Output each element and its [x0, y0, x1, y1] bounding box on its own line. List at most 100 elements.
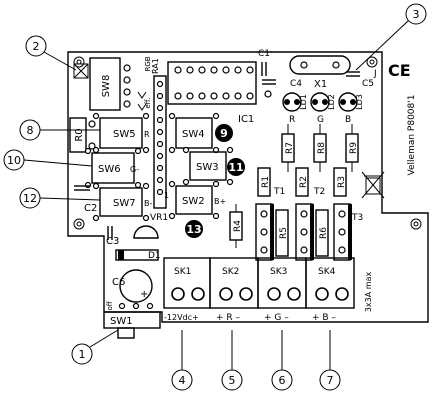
connector-sk4: SK4 + B –	[305, 257, 355, 323]
callout-10-text: 10	[7, 154, 21, 167]
sk1-label: SK1	[174, 267, 191, 277]
c1-label: C1	[258, 49, 270, 59]
ld1-color: R	[289, 115, 295, 125]
resistor-r9: R9	[345, 124, 359, 172]
c5-label: C5	[362, 79, 374, 89]
board-outline	[67, 51, 429, 323]
ld1-label: LD1	[299, 94, 308, 110]
rating-text: 3x3A max	[364, 272, 373, 313]
led-ld2: LD2 G	[310, 92, 336, 125]
capacitor-c3: C3	[106, 226, 119, 247]
r4-label: R4	[233, 220, 243, 232]
c6-label: C6	[112, 277, 125, 288]
ld2-color: G	[317, 115, 324, 125]
sk2-terminals: + R –	[216, 313, 241, 323]
ra1-label: RA1	[151, 58, 160, 74]
sw4-button: SW4	[168, 112, 220, 154]
sw3-button: SW3	[182, 146, 234, 186]
j-label: J	[373, 69, 377, 79]
sk4-terminals: + B –	[312, 313, 336, 323]
callout-12: 12	[19, 187, 101, 209]
r3-label: R3	[337, 176, 347, 188]
badge-9: 9	[215, 124, 233, 142]
off-label: off	[106, 301, 114, 310]
connector-sk3: SK3 + G –	[257, 257, 307, 323]
ic1-socket: IC1	[167, 61, 257, 125]
resistor-r3: R3	[333, 167, 347, 197]
rgb-label: RGB	[144, 56, 152, 71]
callout-6-text: 6	[279, 374, 286, 387]
resistor-r4: R4	[229, 204, 243, 248]
ld3-color: B	[345, 115, 351, 125]
callout-8: 8	[19, 119, 100, 141]
sw5-label: SW5	[113, 129, 136, 140]
callout-2-text: 2	[33, 40, 40, 53]
callout-1-text: 1	[79, 348, 86, 361]
r2-label: R2	[299, 176, 309, 188]
sw4-label: SW4	[182, 129, 205, 140]
callout-7: 7	[319, 330, 341, 391]
capacitor-c4: C4	[262, 79, 302, 98]
callout-5-text: 5	[229, 374, 236, 387]
callout-8-text: 8	[27, 124, 34, 137]
sw7-side-label: B-	[144, 199, 152, 208]
sw8-label: SW8	[101, 75, 112, 98]
resistor-r7: R7	[281, 124, 295, 172]
connector-sk1: SK1 -12Vdc+	[163, 257, 211, 322]
resistor-r0: R0	[69, 117, 96, 153]
sw2-button: SW2 B+	[168, 180, 226, 220]
sw2-label: SW2	[182, 196, 205, 207]
sw6-side-label: G-	[130, 165, 139, 174]
sw6-label: SW6	[98, 164, 121, 175]
mounting-holes	[73, 56, 422, 230]
c6-plus: +	[140, 289, 148, 300]
resistor-r6: R6	[315, 209, 329, 257]
resistor-r5: R5	[275, 209, 289, 257]
sw5-button: SW5 R	[92, 112, 150, 154]
badge-11-text: 11	[228, 161, 243, 174]
led-ld3: LD3 B	[338, 92, 364, 125]
transistor-t2: T2	[295, 187, 325, 261]
sk1-terminals: -12Vdc+	[164, 313, 199, 322]
r6-label: R6	[319, 227, 329, 239]
sk2-label: SK2	[222, 267, 239, 277]
c3-label: C3	[106, 236, 119, 247]
weee-bin-icon	[361, 171, 385, 199]
transistor-t3: T3	[333, 203, 363, 261]
resistor-r8: R8	[313, 124, 327, 172]
callout-7-text: 7	[327, 374, 334, 387]
resistor-r1: R1	[257, 167, 271, 197]
sk4-label: SK4	[318, 267, 336, 277]
callout-3-text: 3	[413, 8, 420, 21]
crystal-x1: X1	[289, 55, 351, 90]
r8-label: R8	[317, 142, 327, 154]
sw3-label: SW3	[196, 162, 219, 173]
r1-label: R1	[261, 176, 271, 188]
resistor-array-ra1: RA1 1	[151, 58, 169, 209]
callout-2: 2	[25, 35, 77, 71]
sw1-switch: off SW1	[103, 301, 161, 339]
sw7-label: SW7	[113, 198, 136, 209]
d1-label: D1	[148, 251, 161, 261]
callout-5: 5	[221, 330, 243, 391]
t3-label: T3	[351, 213, 363, 223]
badge-9-text: 9	[220, 127, 228, 140]
c2-label: C2	[84, 203, 97, 214]
capacitor-c1: C1	[258, 49, 270, 76]
x1-label: X1	[314, 79, 327, 90]
callout-4: 4	[171, 330, 193, 391]
sw8-switch: SW8 RGB eff.	[73, 56, 152, 111]
callout-3: 3	[355, 3, 427, 71]
r0-label: R0	[74, 128, 85, 141]
badge-13-text: 13	[186, 223, 201, 236]
callout-10: 10	[3, 149, 93, 171]
callout-1: 1	[71, 329, 119, 365]
callout-6: 6	[271, 330, 293, 391]
ce-mark: CE	[388, 61, 411, 80]
capacitor-c6: C6 +	[112, 269, 153, 303]
sw7-button: SW7 B-	[92, 182, 152, 222]
badge-11: 11	[227, 158, 245, 176]
r9-label: R9	[349, 142, 359, 154]
